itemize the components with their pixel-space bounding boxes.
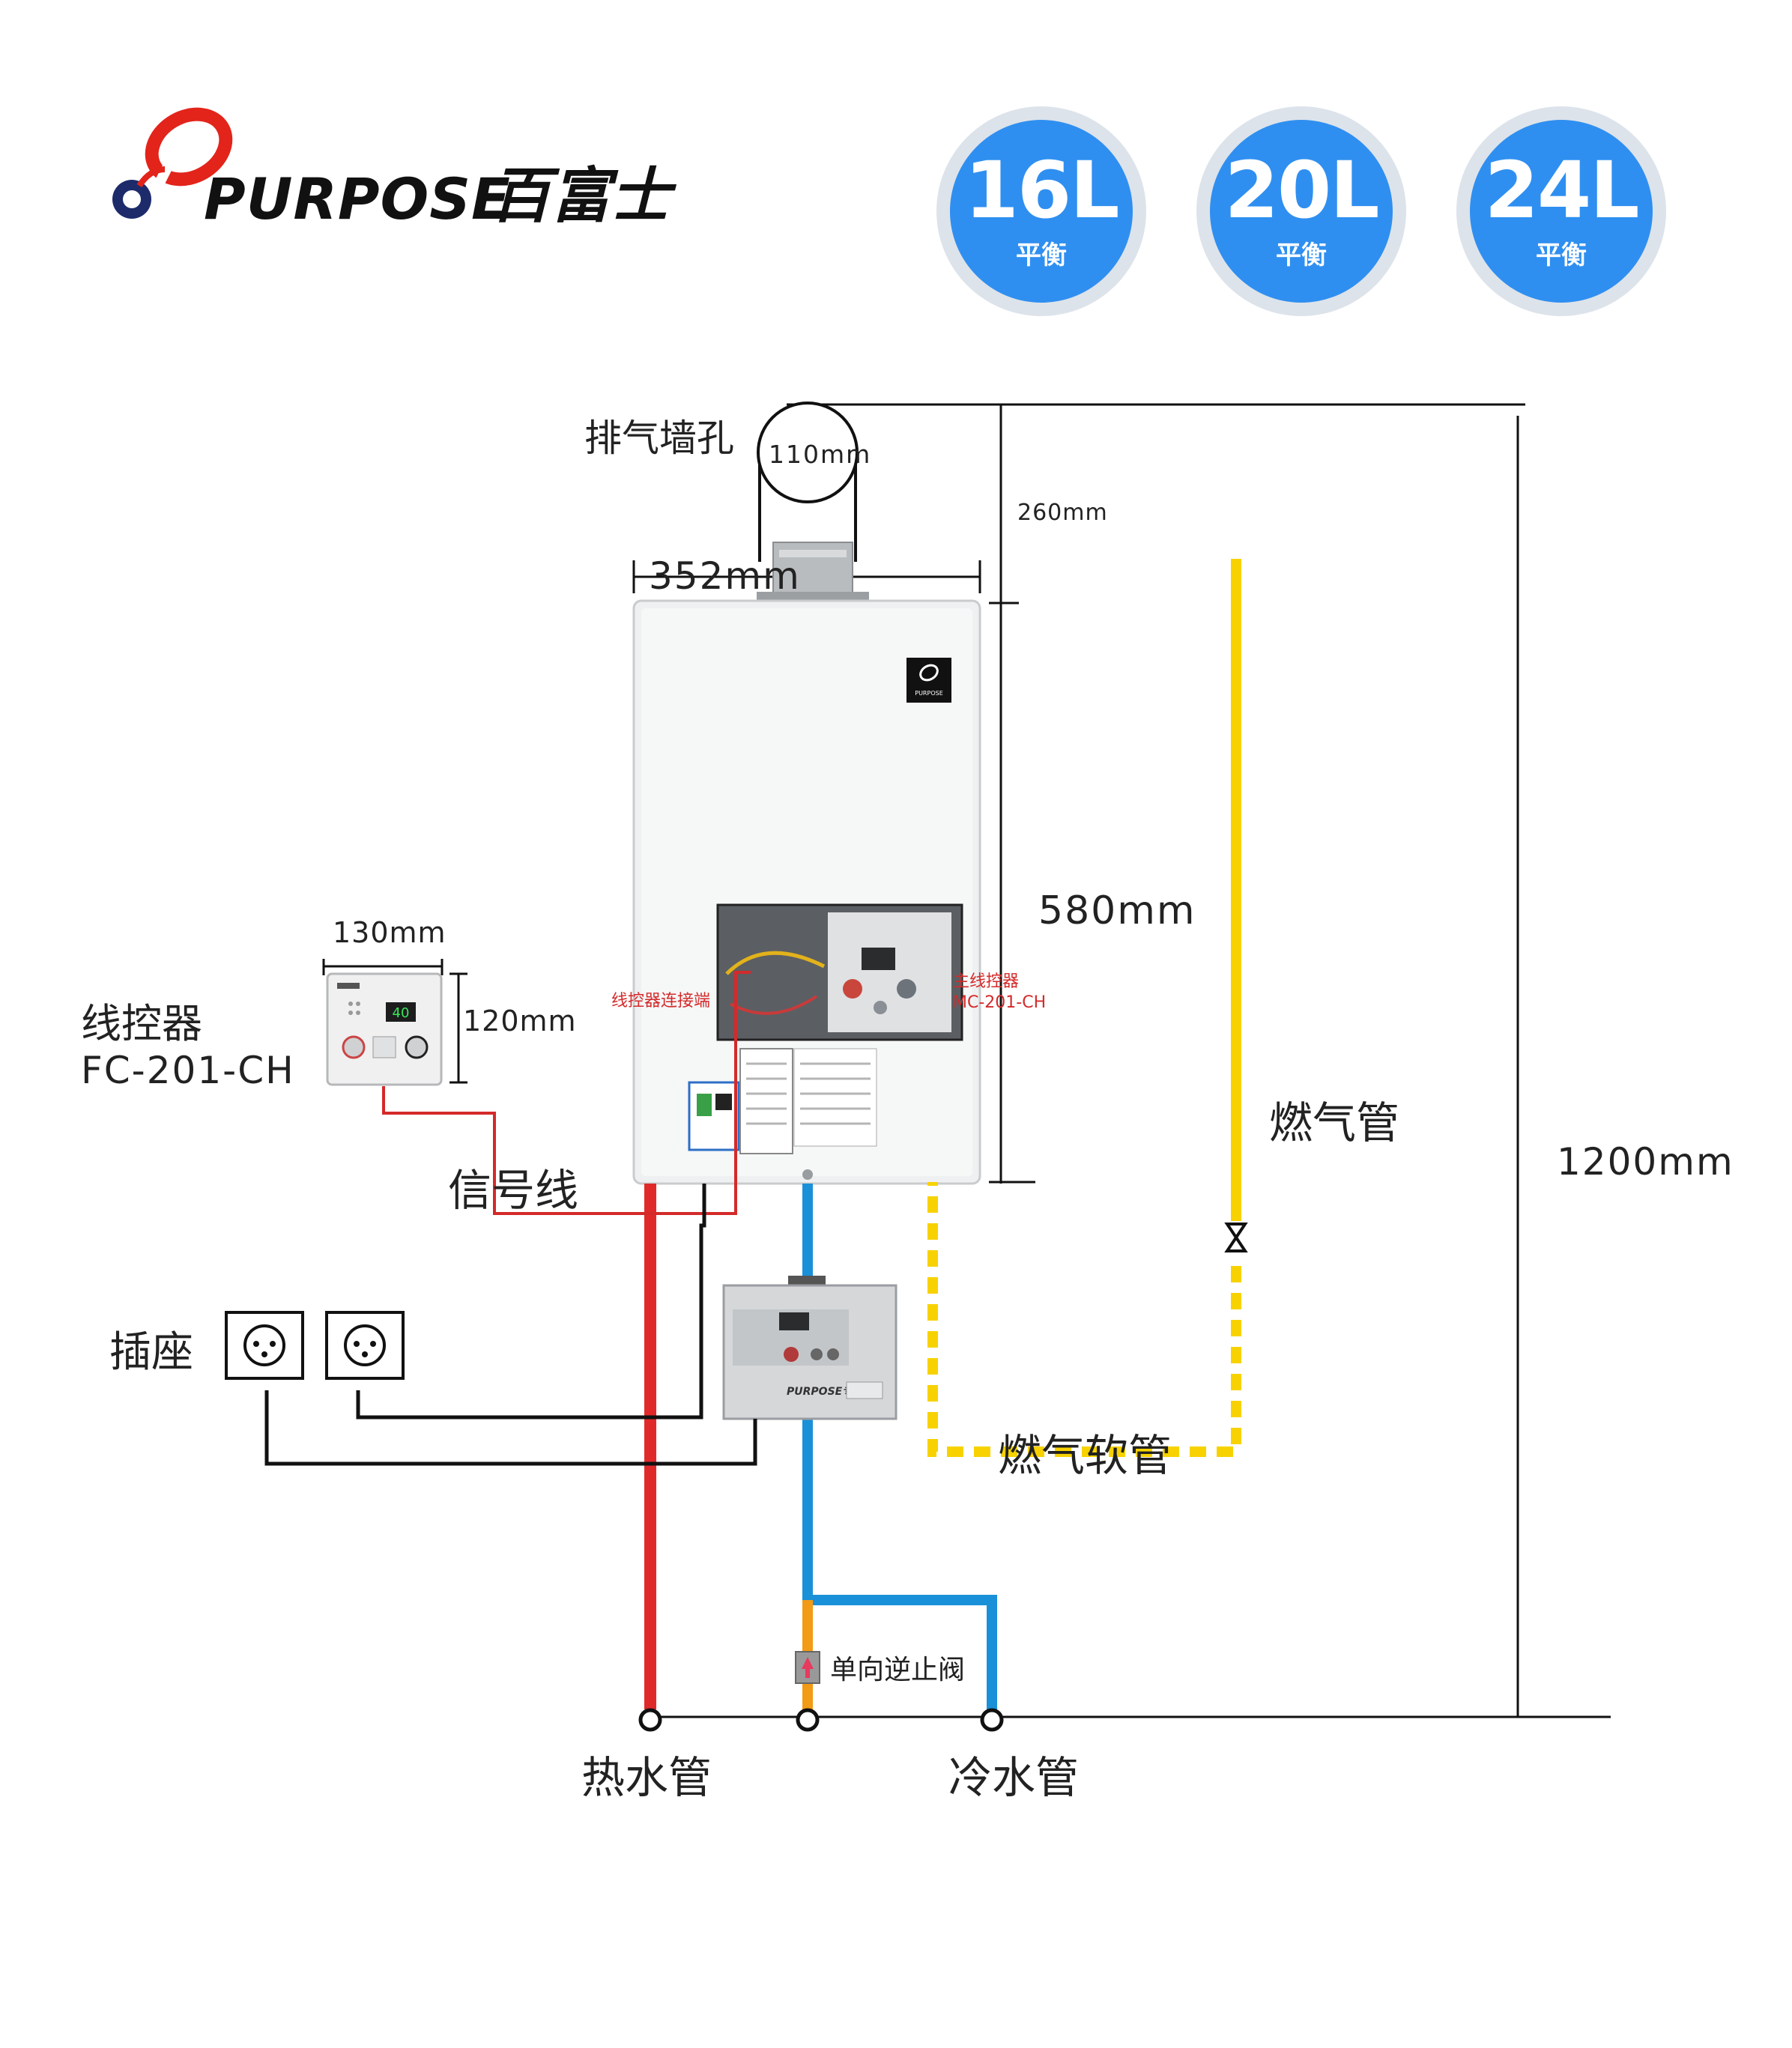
unit-width-dimension: 352mm (649, 554, 801, 598)
socket-1 (225, 1311, 304, 1380)
capacity-badge-16l: 16L 平衡 (936, 106, 1146, 316)
gas-pipe-label: 燃气管 (1269, 1097, 1400, 1148)
pipe-end-fittings (638, 1708, 1004, 1732)
controller-height-dimension: 120mm (463, 1005, 577, 1037)
controller-display: 40 (393, 1005, 410, 1021)
wire-controller-model: FC-201-CH (81, 1049, 295, 1092)
controller-port-label: 线控器连接端 (611, 992, 711, 1011)
socket-2 (325, 1311, 405, 1380)
socket-label: 插座 (109, 1328, 193, 1377)
capacity-type: 平衡 (1016, 240, 1067, 270)
main-controller-model: MC-201-CH (953, 993, 1047, 1012)
unit-badge-text: PURPOSE (915, 690, 943, 697)
check-valve-label: 单向逆止阀 (830, 1655, 966, 1685)
controller-width-dimension: 130mm (333, 916, 447, 949)
signal-wire (382, 971, 751, 1215)
brand-logo-mark-icon (112, 107, 233, 219)
check-valve-icon (795, 1651, 820, 1684)
capacity-value: 24L (1484, 145, 1640, 236)
signal-wire-label: 信号线 (448, 1165, 579, 1216)
wire-controller-label: 线控器 (81, 1000, 202, 1047)
unit-badge: PURPOSE (906, 658, 951, 703)
top-clearance-dimension: 260mm (1017, 500, 1108, 526)
booster-pump: PURPOSE专用 (722, 1276, 897, 1420)
wire-controller-device: 40 (326, 972, 443, 1086)
flue-diameter-dimension: 110mm (769, 440, 872, 469)
capacity-type: 平衡 (1536, 240, 1587, 270)
power-cords (264, 1184, 757, 1466)
brand-logo: PURPOSE 百富士 (105, 97, 689, 232)
unit-height-dimension: 580mm (1038, 888, 1196, 933)
exhaust-hole-label: 排气墙孔 (584, 416, 734, 460)
capacity-type: 平衡 (1276, 240, 1327, 270)
gas-hose (927, 1182, 1241, 1457)
cold-water-pipe-label: 冷水管 (948, 1752, 1080, 1803)
capacity-badge-20l: 20L 平衡 (1196, 106, 1406, 316)
hot-water-pipe-label: 热水管 (581, 1752, 712, 1803)
cold-water-pipe (802, 1184, 997, 1709)
gas-hose-label: 燃气软管 (998, 1430, 1172, 1481)
brand-name-en: PURPOSE (204, 166, 511, 232)
capacity-value: 16L (964, 145, 1120, 236)
total-height-dimension: 1200mm (1557, 1140, 1734, 1184)
capacity-value: 20L (1224, 145, 1380, 236)
water-heater-unit (632, 599, 981, 1185)
booster-brand-text: PURPOSE专用 (787, 1385, 865, 1398)
gas-valve-icon (1224, 1223, 1248, 1252)
exhaust-flue (757, 402, 869, 604)
brand-name-cn: 百富士 (491, 161, 671, 231)
capacity-badge-24l: 24L 平衡 (1456, 106, 1666, 316)
main-controller-label: 主线控器 (953, 972, 1020, 991)
